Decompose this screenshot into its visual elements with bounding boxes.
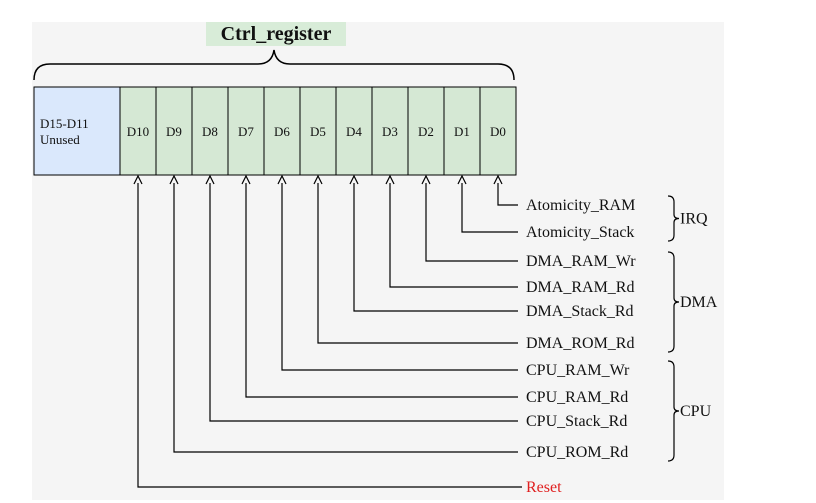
bit-cell-d5 (299, 86, 337, 176)
register-cells: D15-D11 Unused D10 D9 D8 D7 D6 D5 D4 D3 D2 D1 D0 (33, 86, 517, 176)
bit-cell-d0 (479, 86, 517, 176)
bit-label-d1: D1 (454, 124, 470, 139)
wire-atomicity-ram (497, 183, 518, 206)
signal-wires (133, 174, 522, 488)
brace-cpu (667, 360, 680, 462)
arrow-dma-stack-rd (349, 174, 359, 185)
arrow-cpu-ram-wr (277, 174, 287, 185)
arrow-dma-ram-rd (385, 174, 395, 185)
brace-dma (667, 251, 680, 353)
brace-irq (667, 195, 680, 242)
signal-groups: IRQ DMA CPU (667, 195, 718, 462)
bit-label-d0: D0 (490, 124, 506, 139)
bit-label-d2: D2 (418, 124, 434, 139)
arrow-cpu-ram-rd (241, 174, 251, 185)
signal-label-reset: Reset (526, 479, 562, 496)
signal-label-dma-stack-rd: DMA_Stack_Rd (526, 303, 634, 320)
arrow-dma-rom-rd (313, 174, 323, 185)
signal-label-dma-rom-rd: DMA_ROM_Rd (526, 335, 634, 352)
wire-dma-ram-wr (425, 183, 518, 262)
bit-cell-d7 (227, 86, 265, 176)
bit-label-d7: D7 (238, 124, 254, 139)
bit-label-d4: D4 (346, 124, 362, 139)
signal-label-cpu-rom-rd: CPU_ROM_Rd (526, 444, 628, 461)
signal-label-cpu-ram-wr: CPU_RAM_Wr (526, 362, 630, 379)
arrow-dma-ram-wr (421, 174, 431, 185)
wire-cpu-ram-wr (281, 183, 518, 371)
signal-label-cpu-stack-rd: CPU_Stack_Rd (526, 413, 627, 430)
wire-dma-rom-rd (317, 183, 518, 344)
arrow-reset (133, 174, 143, 185)
wire-dma-ram-rd (389, 183, 518, 288)
unused-cell-label: Unused (40, 132, 80, 147)
wire-cpu-ram-rd (245, 183, 518, 398)
bit-cell-d8 (191, 86, 229, 176)
signal-label-atomicity-stack: Atomicity_Stack (526, 224, 634, 241)
bit-label-d10: D10 (127, 124, 149, 139)
bit-label-d3: D3 (382, 124, 398, 139)
group-label-cpu: CPU (680, 403, 712, 420)
bit-label-d8: D8 (202, 124, 218, 139)
register-top-brace (33, 49, 515, 81)
arrow-atomicity-stack (457, 174, 467, 185)
bit-label-d9: D9 (166, 124, 182, 139)
bit-label-d6: D6 (274, 124, 290, 139)
arrow-cpu-rom-rd (169, 174, 179, 185)
group-label-irq: IRQ (680, 211, 708, 228)
bit-cell-d6 (263, 86, 301, 176)
wire-cpu-stack-rd (209, 183, 518, 422)
signal-labels: Atomicity_RAM Atomicity_StackDMA_RAM_WrDM… (526, 197, 636, 496)
signal-label-atomicity-ram: Atomicity_RAM (526, 197, 635, 214)
signal-label-dma-ram-wr: DMA_RAM_Wr (526, 253, 636, 270)
wire-cpu-rom-rd (173, 183, 518, 453)
group-label-dma: DMA (680, 294, 718, 311)
arrow-cpu-stack-rd (205, 174, 215, 185)
signal-label-dma-ram-rd: DMA_RAM_Rd (526, 279, 634, 296)
bit-label-d5: D5 (310, 124, 326, 139)
wire-dma-stack-rd (353, 183, 518, 312)
unused-cell-range: D15-D11 (40, 116, 89, 131)
bit-cell-d9 (155, 86, 193, 176)
wire-reset (137, 183, 522, 488)
title-highlight (206, 22, 346, 46)
wire-atomicity-stack (461, 183, 518, 233)
signal-label-cpu-ram-rd: CPU_RAM_Rd (526, 389, 628, 406)
register-title: Ctrl_register (221, 23, 332, 45)
unused-bits-cell (33, 86, 121, 176)
arrow-atomicity-ram (493, 174, 503, 185)
